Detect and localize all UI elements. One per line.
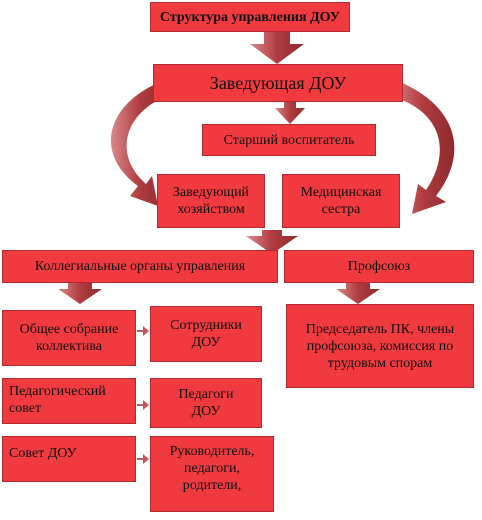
curved-arrow-left — [110, 82, 168, 206]
arrow-mid-to-lower — [246, 230, 298, 254]
nurse-box: Медицинская сестра — [282, 174, 400, 228]
arrow-title-to-head — [250, 32, 304, 64]
household-box: Заведующий хозяйством — [157, 174, 265, 228]
arrow-council-to-teachers — [137, 400, 149, 410]
curved-arrow-right — [390, 82, 455, 214]
ped-council-box: Педагогический совет — [2, 378, 136, 424]
council-members-box: Руководитель, педагоги, родители, — [150, 436, 274, 512]
union-members-box: Председатель ПК, члены профсоюза, комисс… — [286, 304, 474, 388]
senior-teacher-box: Старший воспитатель — [202, 124, 376, 156]
arrow-dou-to-members — [137, 454, 149, 464]
dou-council-box: Совет ДОУ — [2, 436, 136, 482]
arrow-meeting-to-employees — [137, 326, 149, 336]
collegial-box: Коллегиальные органы управления — [2, 250, 278, 283]
general-meeting-box: Общее собрание коллектива — [2, 310, 136, 366]
title-box: Структура управления ДОУ — [150, 2, 350, 32]
union-box: Профсоюз — [284, 250, 474, 283]
arrow-union-down — [336, 283, 380, 304]
employees-box: Сотрудники ДОУ — [150, 306, 262, 362]
head-box: Заведующая ДОУ — [153, 64, 403, 102]
arrow-head-to-senior — [275, 102, 305, 124]
arrow-collegial-down — [58, 283, 102, 304]
teachers-box: Педагоги ДОУ — [150, 378, 262, 428]
